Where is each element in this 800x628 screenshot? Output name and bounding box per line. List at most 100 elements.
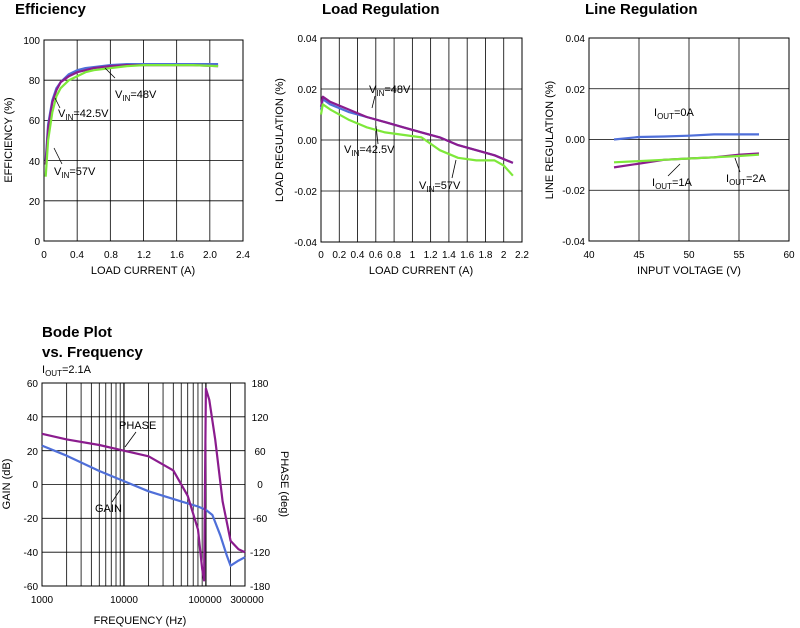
bode-title: Bode Plot [42,324,112,341]
x-tick-label: 55 [733,250,745,261]
load-regulation-chart: Load Regulation 0 0.2 0.4 0.6 0.8 1 1.2 … [274,1,529,277]
annotation-iout-0a: IOUT=0A [654,107,694,121]
annotation-gain: GAIN [95,503,122,515]
line-regulation-annotations: IOUT=0A IOUT=1A IOUT=2A [652,107,766,191]
x-tick-label: 0.8 [387,250,401,261]
y-tick-label: 80 [29,76,41,87]
y-tick-label: 0.02 [566,85,586,96]
y-tick-label: -40 [24,548,39,559]
series-line-gain [41,444,246,567]
annotation-iout-2a: IOUT=2A [726,173,766,187]
efficiency-annotations: VIN=48V VIN=42.5V VIN=57V [53,67,157,180]
annotation-vin-42_5: VIN=42.5V [344,144,395,158]
y-tick-label: 0.00 [566,135,586,146]
y-tick-label: 20 [29,197,41,208]
annotation-vin-48: VIN=48V [369,84,411,98]
x-tick-label: 1.6 [460,250,474,261]
x-tick-label: 1.6 [170,250,184,261]
y2-tick-label: 60 [254,447,266,458]
y2-tick-label: -60 [253,514,268,525]
bode-phase-y-ticks: -180 -120 -60 0 60 120 180 [250,379,270,593]
line-regulation-y-ticks: -0.04 -0.02 0.00 0.02 0.04 [562,34,585,248]
x-tick-label: 1.4 [442,250,456,261]
x-tick-label: 2.0 [203,250,217,261]
efficiency-title: Efficiency [15,1,87,18]
x-tick-label: 0 [41,250,47,261]
x-tick-label: 0.4 [351,250,365,261]
annotation-phase: PHASE [119,420,156,432]
efficiency-chart: Efficiency 0 0.4 0.8 1.2 1.6 2.0 2.4 0 2… [3,1,250,277]
series-line-iout-0a [613,133,759,141]
y2-tick-label: -120 [250,548,270,559]
efficiency-x-ticks: 0 0.4 0.8 1.2 1.6 2.0 2.4 [41,250,250,261]
efficiency-y-ticks: 0 20 40 60 80 100 [23,36,40,248]
annotation-vin-57: VIN=57V [54,166,96,180]
y-tick-label: 0.00 [298,136,318,147]
x-tick-label: 0.6 [369,250,383,261]
y-tick-label: 20 [27,447,39,458]
line-regulation-frame [588,37,790,242]
y-tick-label: 0.02 [298,85,318,96]
x-tick-label: 50 [683,250,695,261]
bode-gain-y-ticks: -60 -40 -20 0 20 40 60 [24,379,39,593]
bode-title-line2: vs. Frequency [42,344,144,361]
x-tick-label: 1 [410,250,416,261]
line-regulation-x-label: INPUT VOLTAGE (V) [637,265,741,277]
y-tick-label: -60 [24,582,39,593]
load-regulation-frame [320,37,523,243]
series-line-phase [41,387,246,582]
bode-phase-label: PHASE (deg) [278,451,290,517]
y-tick-label: 0.04 [566,34,586,45]
efficiency-grid [44,40,243,241]
y2-tick-label: 180 [252,379,269,390]
efficiency-frame [43,39,244,242]
line-regulation-chart: Line Regulation 40 45 50 55 60 -0.04 -0.… [544,1,795,277]
annotation-iout-1a: IOUT=1A [652,177,692,191]
y-tick-label: 100 [23,36,40,47]
y-tick-label: 0 [34,237,40,248]
load-regulation-title: Load Regulation [322,1,440,18]
series-line-vin-57v [319,103,514,177]
x-tick-label: 1.2 [137,250,151,261]
y-tick-label: 60 [27,379,39,390]
x-tick-label: 40 [583,250,595,261]
bode-gain-label: GAIN (dB) [1,459,13,510]
y-tick-label: 40 [27,413,39,424]
efficiency-y-label: EFFICIENCY (%) [3,97,15,182]
bode-x-label: FREQUENCY (Hz) [94,615,187,627]
y-tick-label: -0.02 [294,187,317,198]
bode-frame [41,382,246,587]
load-regulation-x-label: LOAD CURRENT (A) [369,265,473,277]
bode-subtitle: IOUT=2.1A [42,364,92,378]
series-line-vin-57v [44,63,219,177]
bode-annotations: PHASE GAIN [95,420,156,515]
y-tick-label: 0 [32,480,38,491]
load-regulation-x-ticks: 0 0.2 0.4 0.6 0.8 1 1.2 1.4 1.6 1.8 2 2.… [318,250,529,261]
y2-tick-label: 120 [252,413,269,424]
annotation-vin-42_5: VIN=42.5V [58,108,109,122]
x-tick-label: 2.2 [515,250,529,261]
load-regulation-series [319,95,514,177]
y-tick-label: 60 [29,116,41,127]
line-regulation-series [613,133,760,169]
x-tick-label: 1000 [31,595,54,606]
y-tick-label: -20 [24,514,39,525]
y-tick-label: -0.02 [562,186,585,197]
x-tick-label: 0.2 [332,250,346,261]
x-tick-label: 1.8 [479,250,493,261]
line-regulation-x-ticks: 40 45 50 55 60 [583,250,795,261]
x-tick-label: 0.4 [70,250,84,261]
x-tick-label: 2 [501,250,507,261]
y-tick-label: 0.04 [298,34,318,45]
y2-tick-label: 0 [257,480,263,491]
series-line-iout-2a [613,153,760,164]
annotation-vin-57: VIN=57V [419,180,461,194]
bode-grid [42,383,245,586]
annotation-vin-48: VIN=48V [115,89,157,103]
line-regulation-title: Line Regulation [585,1,698,18]
load-regulation-y-label: LOAD REGULATION (%) [274,78,286,202]
bode-chart: Bode Plot vs. Frequency IOUT=2.1A 1000 1… [1,324,290,627]
x-tick-label: 10000 [110,595,138,606]
bode-series [41,387,246,582]
